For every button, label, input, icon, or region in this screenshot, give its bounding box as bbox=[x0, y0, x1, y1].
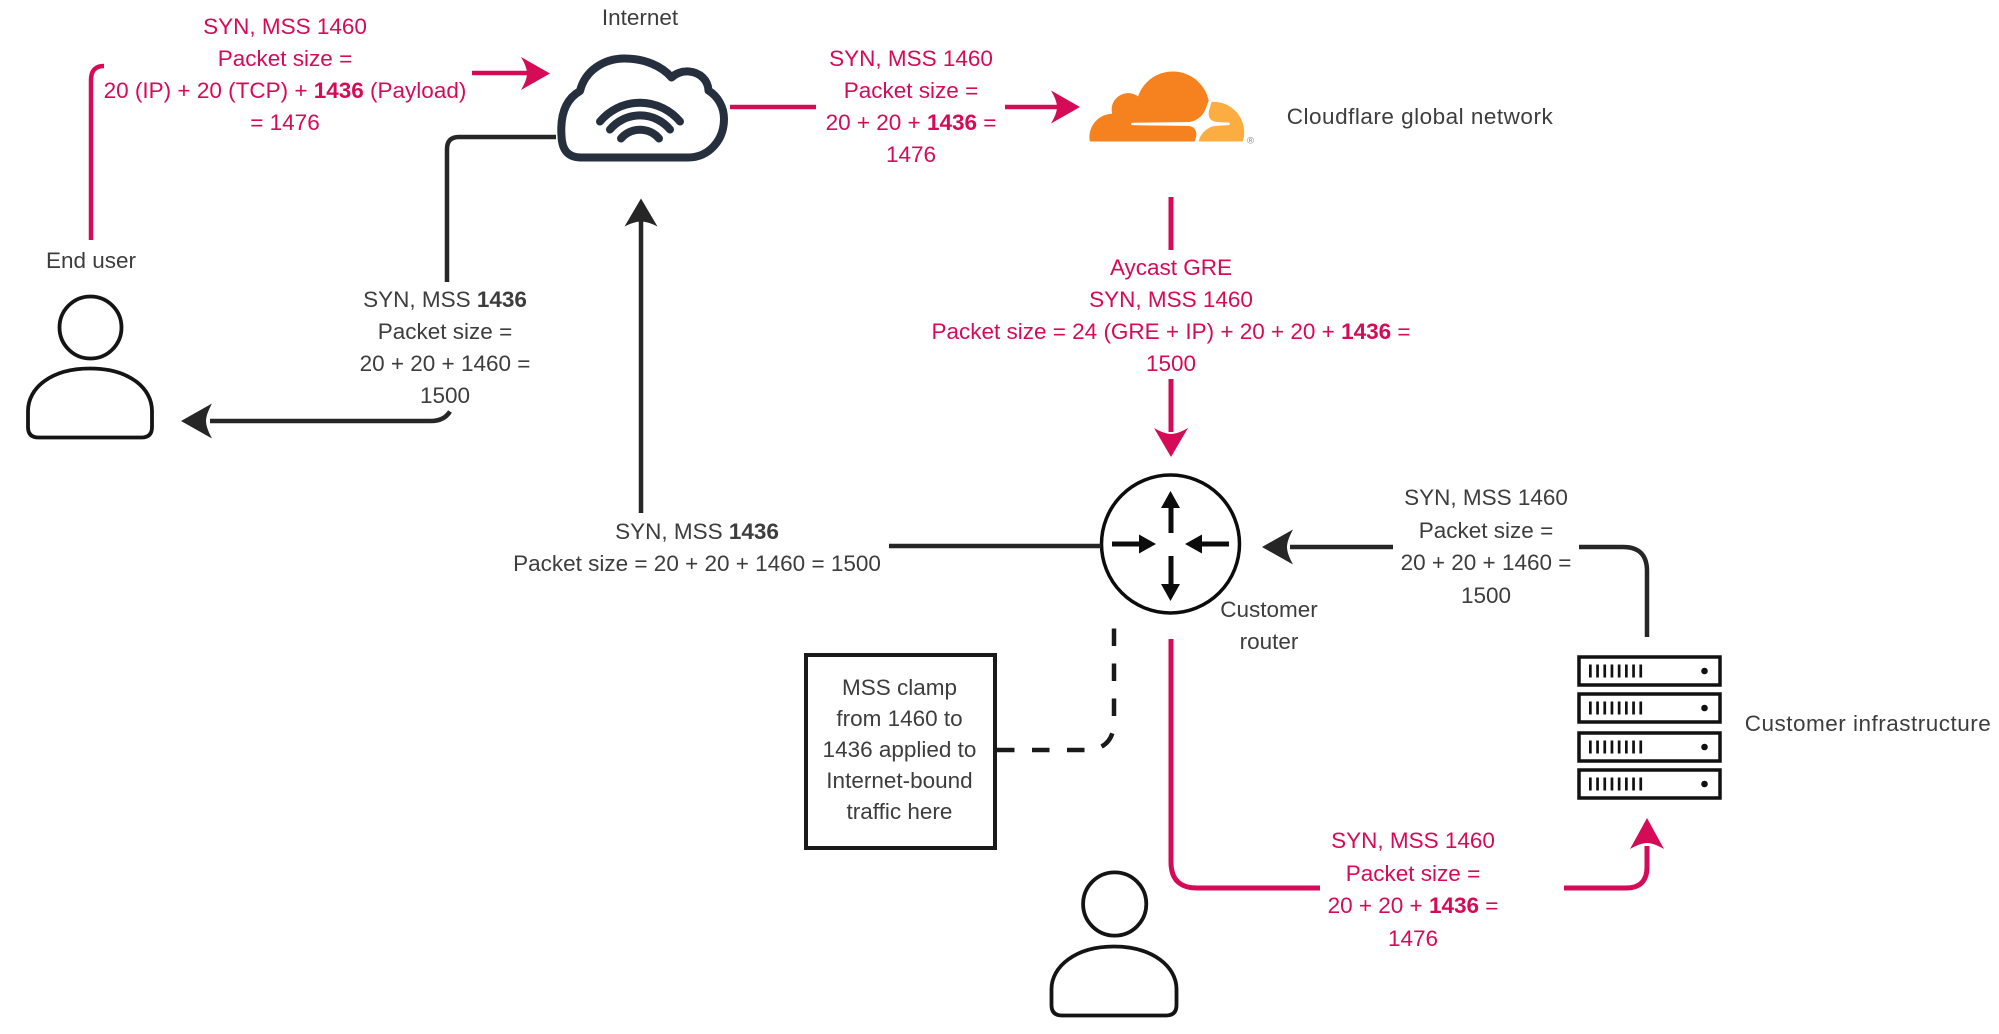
svg-text:®: ® bbox=[1247, 136, 1254, 147]
